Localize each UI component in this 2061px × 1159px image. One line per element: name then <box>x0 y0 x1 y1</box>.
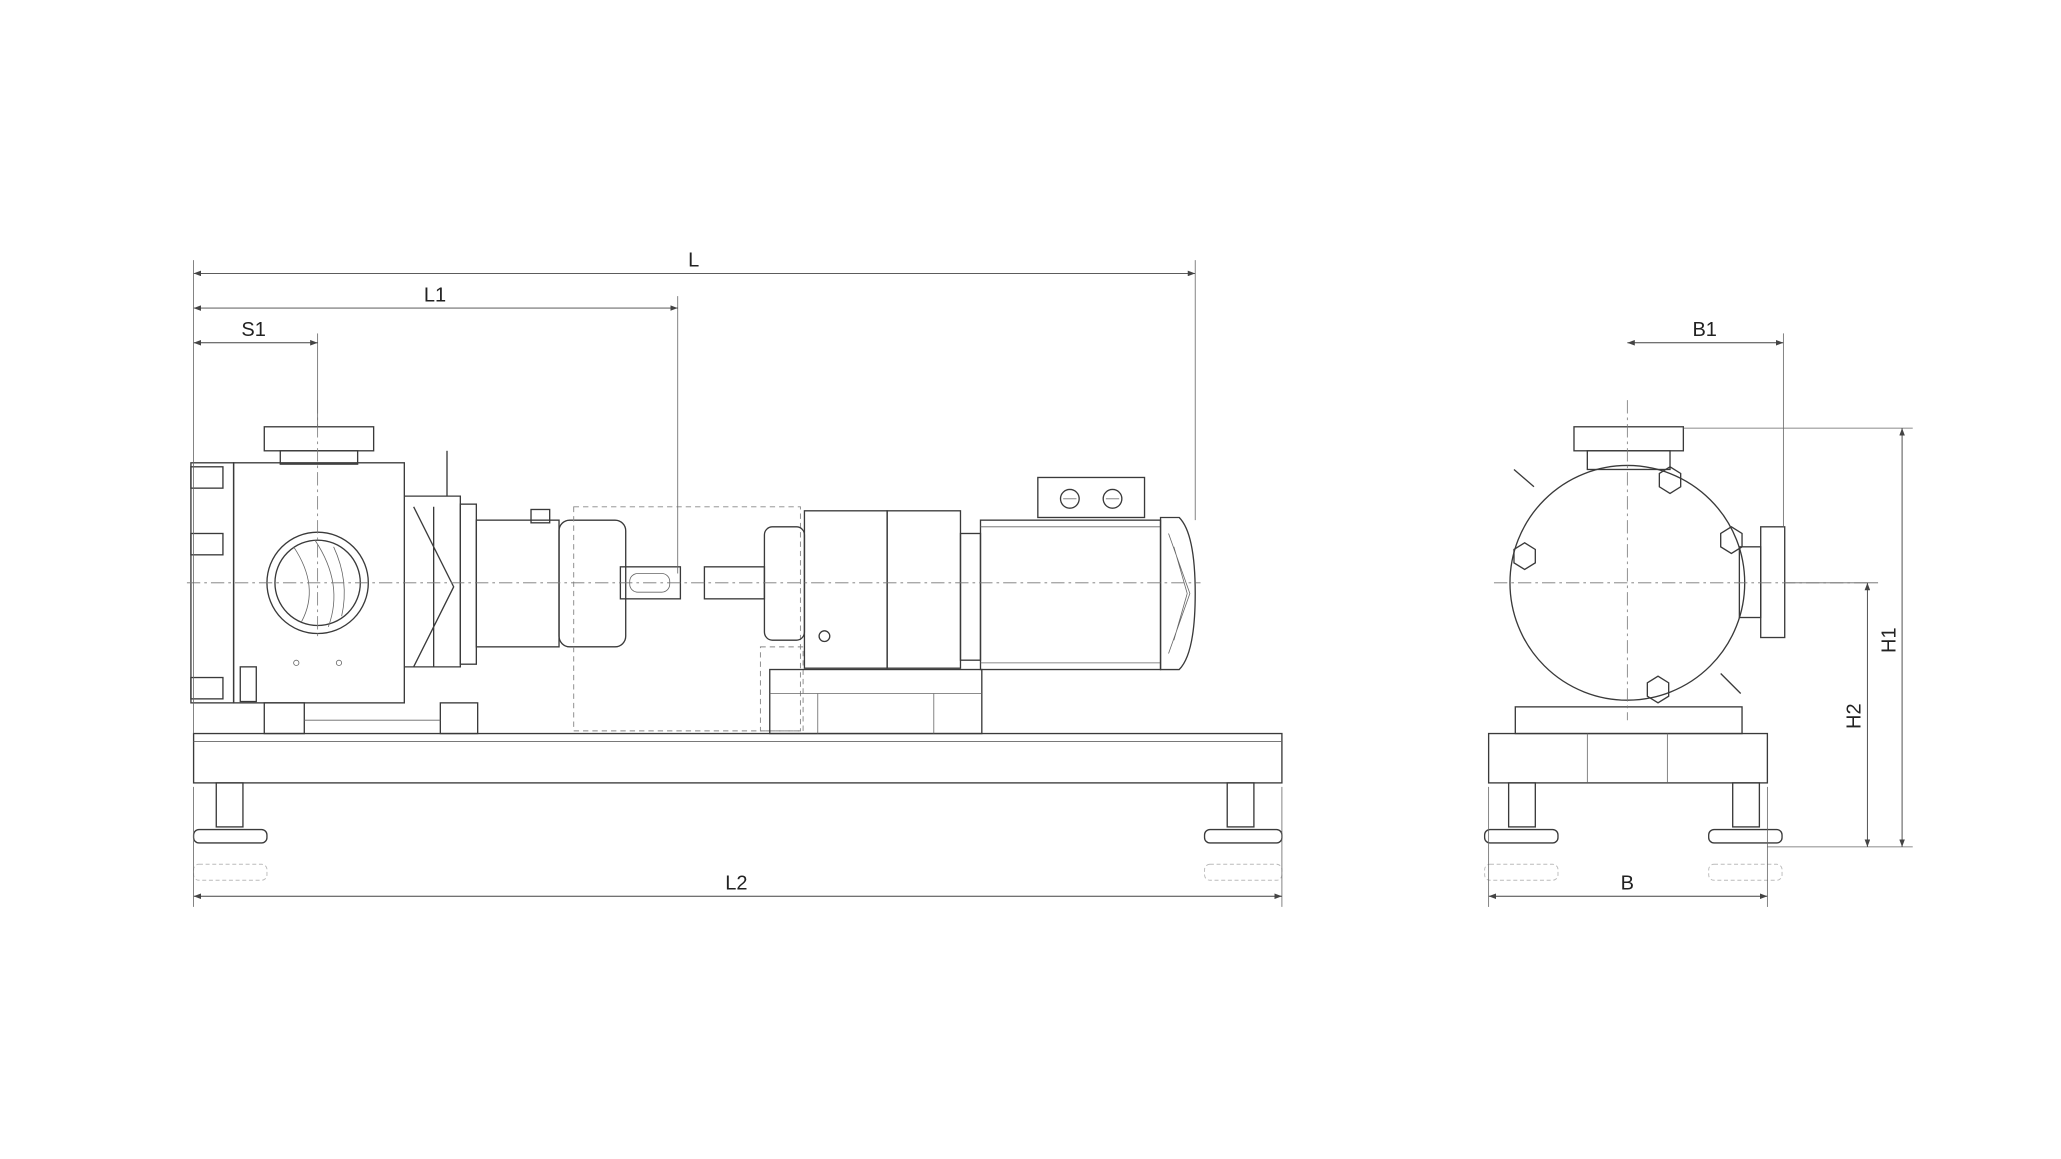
dim-label-L2: L2 <box>725 873 747 895</box>
pump-head <box>190 426 682 735</box>
dim-label-L: L <box>688 250 699 272</box>
base-plate <box>192 732 1283 784</box>
dimension-lines <box>193 260 1913 907</box>
leveling-foot-right <box>1203 782 1283 881</box>
leveling-foot-left <box>192 782 268 881</box>
dim-label-H1: H1 <box>1878 627 1900 653</box>
dim-label-S1: S1 <box>241 319 265 341</box>
dimension-labels: L L1 S1 L2 B1 B H1 H2 <box>241 250 1900 895</box>
dim-label-B: B <box>1621 873 1634 895</box>
side-view <box>186 400 1283 881</box>
dim-label-L1: L1 <box>424 284 446 306</box>
dim-label-B1: B1 <box>1692 319 1716 341</box>
gear-motor <box>703 476 1196 735</box>
coupling-guard <box>573 506 801 732</box>
dim-label-H2: H2 <box>1844 703 1866 729</box>
front-view <box>1483 400 1868 881</box>
junction-box <box>1037 476 1146 519</box>
